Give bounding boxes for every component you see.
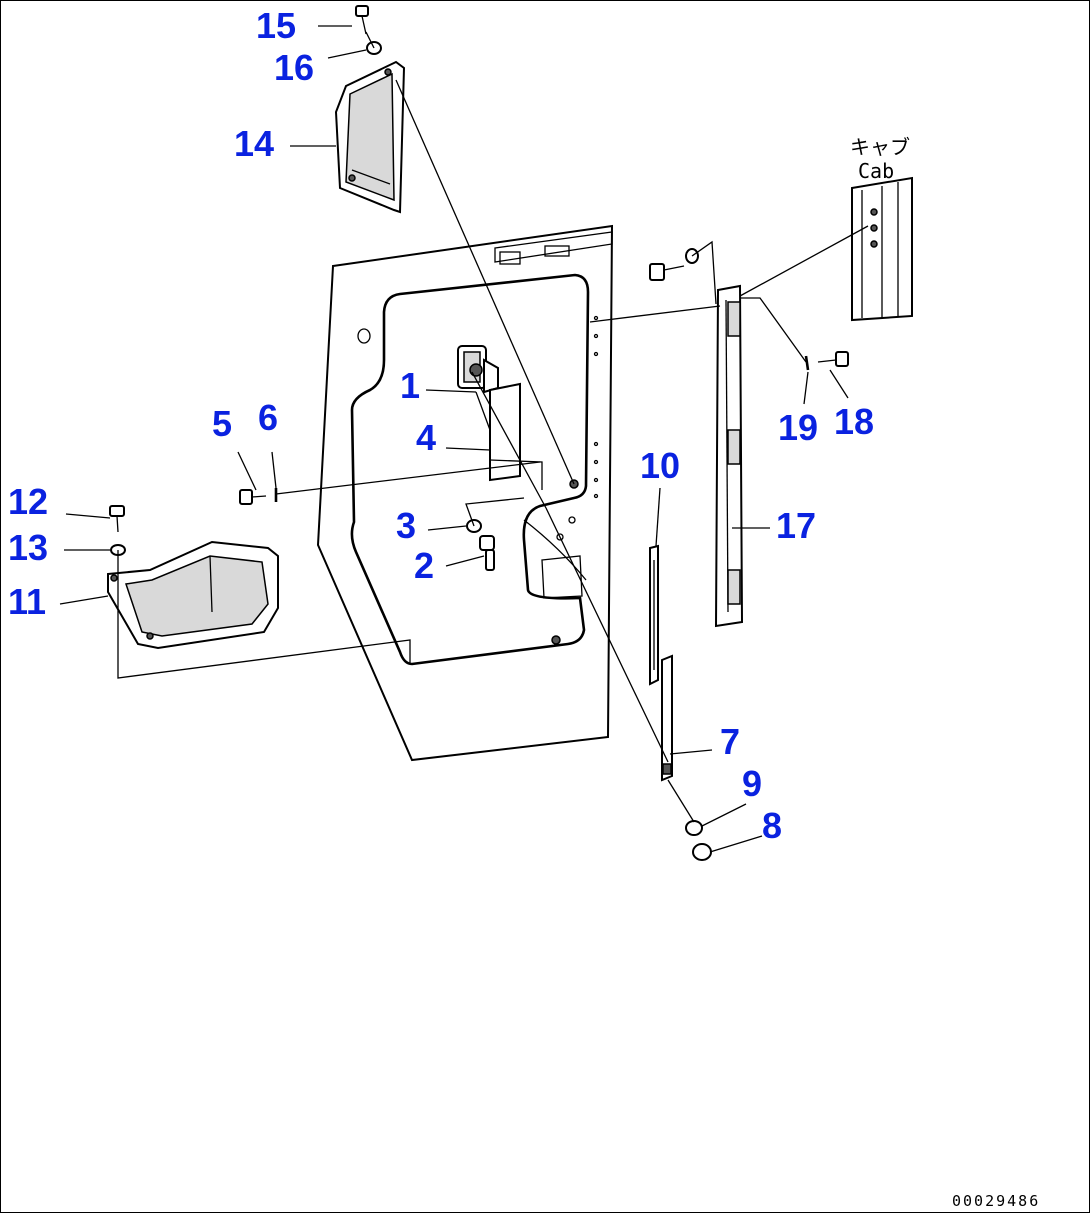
bolt-part-18 [817,351,849,367]
cab-note-english: Cab [858,159,894,183]
callout-10: 10 [640,445,680,486]
cab-note-japanese: キャブ [850,135,910,159]
callout-7: 7 [720,721,740,762]
cab-pillar [851,176,913,322]
callout-2: 2 [414,545,434,586]
callouts: 15 16 14 1 4 5 6 12 13 11 3 2 10 7 9 8 1… [8,5,874,846]
callout-5: 5 [212,403,232,444]
callout-17: 17 [776,505,816,546]
assembly-lines [117,31,869,823]
nut-part-8 [692,843,712,861]
bolt-part-5 [239,489,267,505]
callout-4: 4 [416,417,436,458]
bracket-part-17 [714,284,744,628]
rail-part-7 [661,654,673,782]
callout-16: 16 [274,47,314,88]
drawing-reference-number: 00029486 [952,1192,1041,1210]
callout-18: 18 [834,401,874,442]
callout-11: 11 [8,581,46,622]
washer-part-19 [804,355,810,371]
leader-lines [59,25,849,853]
callout-13: 13 [8,527,48,568]
door-panel [316,224,614,762]
bolt-part-15 [355,5,369,35]
callout-14: 14 [234,123,274,164]
callout-12: 12 [8,481,48,522]
callout-15: 15 [256,5,296,46]
washer-part-9 [685,820,703,836]
callout-8: 8 [762,805,782,846]
upper-cover-part-14 [334,60,406,214]
callout-6: 6 [258,397,278,438]
lower-cover-part-11 [107,540,279,650]
callout-19: 19 [778,407,818,448]
callout-3: 3 [396,505,416,546]
bolt-part-2 [479,535,495,571]
callout-1: 1 [400,365,420,406]
door-lock-part-1 [457,345,499,431]
bolt-part-12 [109,505,125,533]
bolt-upper [649,263,685,281]
rail-part-10 [649,544,659,686]
callout-9: 9 [742,763,762,804]
